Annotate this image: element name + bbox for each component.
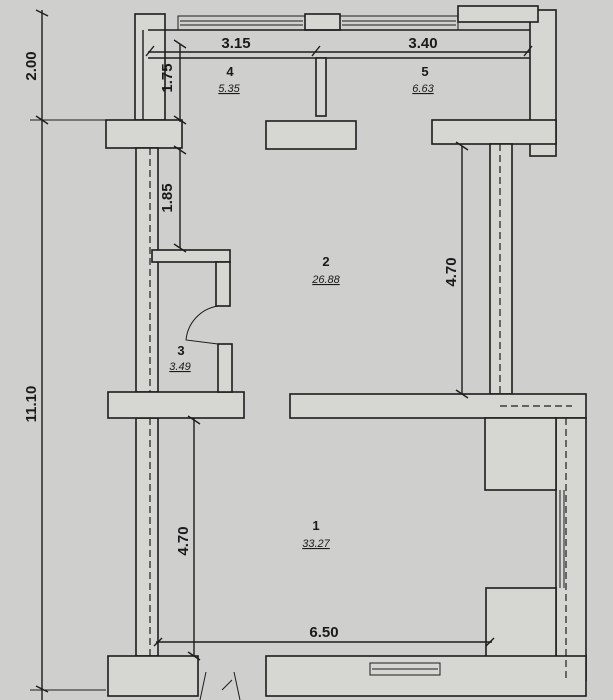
dim-balcony-right-width: 3.40	[408, 35, 437, 52]
room-5-area: 6.63	[412, 83, 434, 95]
room-4-area: 5.35	[218, 83, 240, 95]
room-3-number: 3	[177, 343, 184, 358]
balcony-partition	[265, 57, 357, 150]
outer-walls	[105, 119, 587, 697]
dim-bottom-width: 6.50	[309, 624, 338, 641]
room-5-number: 5	[421, 64, 428, 79]
room-2-number: 2	[322, 254, 329, 269]
dim-right-wall: 4.70	[443, 257, 460, 286]
balcony-windows	[177, 15, 459, 31]
room-4-number: 4	[226, 64, 234, 79]
bathroom-walls	[151, 249, 233, 393]
dim-left-total: 11.10	[23, 386, 40, 423]
dimension-lines	[30, 9, 533, 700]
dim-lower-left: 4.70	[175, 526, 192, 555]
bathroom-door	[185, 305, 219, 345]
window-openings	[369, 490, 565, 676]
entrance-door	[199, 671, 241, 700]
room-3-area: 3.49	[169, 361, 190, 373]
room-1-area: 33.27	[302, 538, 330, 550]
room-1-number: 1	[312, 518, 319, 533]
dim-balcony-left-width: 3.15	[221, 35, 250, 52]
dim-corridor-segment: 1.85	[159, 183, 176, 212]
dashed-wall-lines	[149, 144, 572, 680]
room-2-area: 26.88	[311, 274, 340, 286]
dim-left-top: 2.00	[23, 51, 40, 80]
dim-balcony-depth: 1.75	[159, 63, 176, 92]
